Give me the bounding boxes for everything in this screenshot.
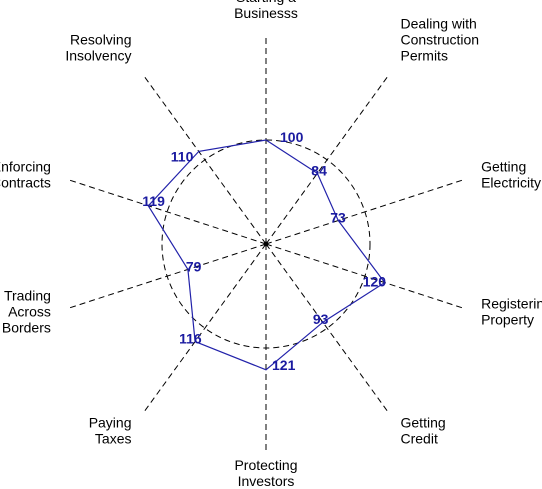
axis-spoke — [265, 77, 388, 245]
category-label-line: Investors — [238, 473, 295, 489]
data-label: 116 — [179, 331, 202, 347]
data-label: 110 — [171, 148, 194, 164]
data-label: 73 — [330, 210, 346, 226]
category-label-line: Taxes — [95, 431, 132, 447]
category-label-line: Starting a — [236, 0, 296, 5]
axis-spoke — [144, 243, 267, 411]
data-label: 79 — [186, 258, 202, 274]
axes-layer — [69, 38, 463, 450]
category-label-line: Enforcing — [0, 158, 51, 174]
category-label-line: Electricity — [481, 174, 541, 190]
data-label: 100 — [280, 129, 304, 145]
axis-spoke — [69, 179, 267, 245]
category-label-line: Permits — [401, 47, 448, 63]
category-label-line: Protecting — [234, 457, 297, 473]
category-label-line: Insolvency — [65, 47, 131, 63]
category-label-line: Across — [8, 304, 51, 320]
category-label-line: Credit — [401, 431, 438, 447]
category-label-line: Getting — [401, 415, 446, 431]
axis-spoke — [265, 243, 463, 309]
category-label-line: Businesss — [234, 5, 298, 21]
category-label-line: Getting — [481, 158, 526, 174]
category-label-line: Contracts — [0, 174, 51, 190]
data-label: 93 — [313, 311, 329, 327]
data-label: 121 — [272, 357, 296, 373]
category-label: Starting aBusinesss — [234, 0, 298, 21]
axis-spoke — [265, 243, 388, 411]
data-label: 120 — [363, 274, 387, 290]
category-label-line: Paying — [89, 415, 132, 431]
category-label-line: Borders — [2, 320, 51, 336]
data-label: 119 — [142, 193, 165, 209]
data-label: 84 — [311, 162, 327, 178]
category-label: RegisteringProperty — [481, 296, 542, 328]
center-point — [263, 241, 269, 247]
series-polygon — [147, 139, 386, 371]
category-label: EnforcingContracts — [0, 158, 51, 190]
category-label-line: Registering — [481, 296, 542, 312]
category-label-line: Construction — [401, 31, 480, 47]
axis-spoke — [144, 77, 267, 245]
axis-spoke — [69, 243, 267, 309]
category-label-line: Property — [481, 312, 534, 328]
category-label-line: Resolving — [70, 31, 131, 47]
category-label-line: Trading — [4, 288, 51, 304]
series-layer — [147, 139, 386, 371]
category-label-line: Dealing with — [401, 15, 477, 31]
axis-spoke — [265, 179, 463, 245]
